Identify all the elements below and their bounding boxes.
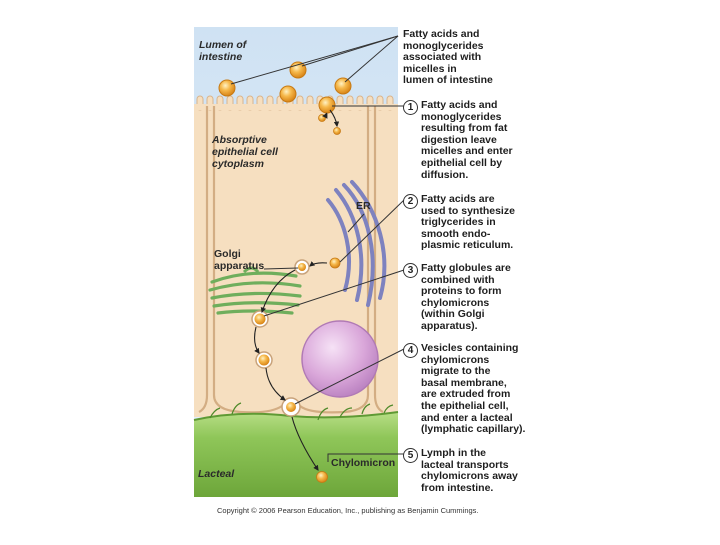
er-label: ER — [356, 200, 371, 212]
nucleus — [302, 321, 378, 397]
globule — [219, 80, 235, 96]
lacteal-chylomicron — [317, 472, 328, 483]
step-3-number: 3 — [403, 263, 418, 278]
globule — [319, 97, 335, 113]
step-1-number: 1 — [403, 100, 418, 115]
step-5-number: 5 — [403, 448, 418, 463]
lacteal-label: Lacteal — [198, 468, 234, 480]
step-4-number: 4 — [403, 343, 418, 358]
copyright-notice: Copyright © 2006 Pearson Education, Inc.… — [217, 506, 479, 515]
globule — [335, 78, 351, 94]
chylomicron-label: Chylomicron — [331, 457, 395, 469]
step-2-number: 2 — [403, 194, 418, 209]
globule — [280, 86, 296, 102]
